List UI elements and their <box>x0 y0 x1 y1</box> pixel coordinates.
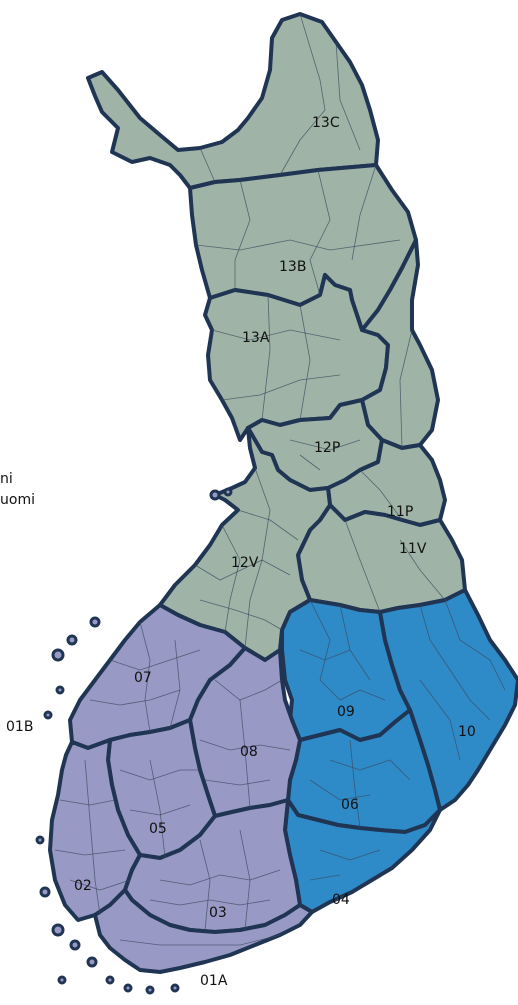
island <box>105 975 115 985</box>
region-13a-east[interactable] <box>360 238 440 450</box>
island <box>86 956 98 968</box>
island <box>223 487 233 497</box>
region-10[interactable] <box>378 588 518 812</box>
label-04: 04 <box>332 892 350 908</box>
archipelago-islands <box>35 487 233 995</box>
island <box>55 685 65 695</box>
label-11v: 11V <box>399 541 427 557</box>
label-12p: 12P <box>314 440 340 456</box>
island <box>145 985 155 995</box>
region-labels: 13C 13B 13A 12P 12V 11P 11V 10 09 06 04 … <box>6 115 476 989</box>
legend-south-fragment: uomi <box>0 492 35 508</box>
island <box>170 983 180 993</box>
island <box>57 975 67 985</box>
island <box>39 886 51 898</box>
region-11v[interactable] <box>296 503 467 614</box>
label-01a: 01A <box>200 973 228 989</box>
legend-north-fragment: ni <box>0 471 13 487</box>
label-13b: 13B <box>279 259 306 275</box>
island <box>89 616 101 628</box>
label-09: 09 <box>337 704 355 720</box>
island <box>51 648 65 662</box>
east-finland-group <box>280 588 518 914</box>
island <box>123 983 133 993</box>
island <box>43 710 53 720</box>
label-10: 10 <box>458 724 476 740</box>
label-07: 07 <box>134 670 152 686</box>
island <box>51 923 65 937</box>
label-03: 03 <box>209 905 227 921</box>
label-13c: 13C <box>312 115 340 131</box>
island <box>69 939 81 951</box>
label-11p: 11P <box>387 504 413 520</box>
island <box>209 489 221 501</box>
north-finland-group <box>86 12 467 662</box>
island <box>66 634 78 646</box>
west-finland-group <box>48 603 314 974</box>
label-02: 02 <box>74 878 92 894</box>
label-08: 08 <box>240 744 258 760</box>
label-13a: 13A <box>242 330 270 346</box>
label-01b: 01B <box>6 719 33 735</box>
region-13c[interactable] <box>86 12 380 190</box>
municipal-boundaries <box>54 13 506 946</box>
region-01a[interactable] <box>93 888 314 974</box>
island <box>35 835 45 845</box>
label-05: 05 <box>149 821 167 837</box>
label-12v: 12V <box>231 555 259 571</box>
label-06: 06 <box>341 797 359 813</box>
